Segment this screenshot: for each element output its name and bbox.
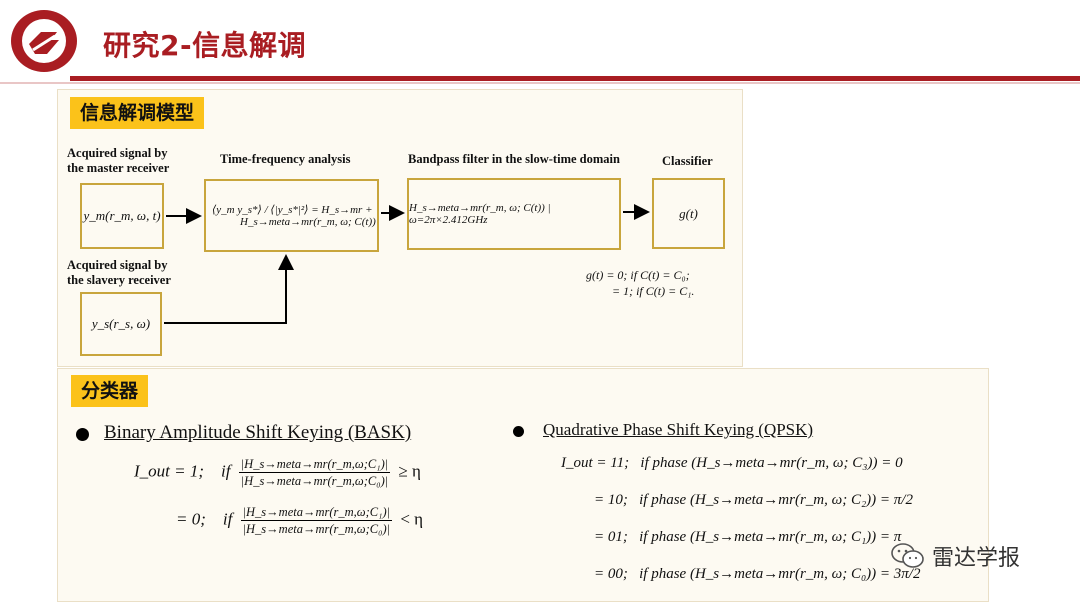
qpsk-row-3-lhs: = 01; xyxy=(594,529,628,545)
bask-bullet xyxy=(76,428,89,441)
bandpass-box: H_s→meta→mr(r_m, ω; C(t)) |ω=2π×2.412GHz xyxy=(407,178,621,250)
model-section-tag: 信息解调模型 xyxy=(70,97,205,129)
bask-row-2: = 0; if |H_s→meta→mr(r_m,ω;C₁)| |H_s→met… xyxy=(176,504,423,537)
bask-row-2-if: if xyxy=(222,509,233,529)
master-signal-box: y_m(r_m, ω, t) xyxy=(80,183,164,249)
bask-row-1-fraction: |H_s→meta→mr(r_m,ω;C₁)| |H_s→meta→mr(r_m… xyxy=(238,456,391,489)
bask-row-1-lhs: I_out = 1; xyxy=(134,461,205,481)
wechat-icon xyxy=(891,543,924,568)
bask-row-1-denominator: |H_s→meta→mr(r_m,ω;C₀)| xyxy=(240,474,389,488)
bask-row-1-numerator: |H_s→meta→mr(r_m,ω;C₁)| xyxy=(238,457,391,473)
g-rule-line2: = 1; if C(t) = C₁. xyxy=(612,284,695,298)
qpsk-row-2: = 10; if phase (H_s→meta→mr(r_m, ω; C₂))… xyxy=(594,492,913,509)
qpsk-row-4: = 00; if phase (H_s→meta→mr(r_m, ω; C₀))… xyxy=(594,566,920,583)
qpsk-row-1: I_out = 11; if phase (H_s→meta→mr(r_m, ω… xyxy=(561,455,903,472)
bandpass-label: Bandpass filter in the slow-time domain xyxy=(408,152,620,166)
classifier-section-tag: 分类器 xyxy=(71,375,149,407)
slave-signal-box: y_s(r_s, ω) xyxy=(80,292,162,356)
qpsk-row-3-expr: if phase (H_s→meta→mr(r_m, ω; C₁)) = π xyxy=(639,529,902,545)
master-receiver-label: Acquired signal by the master receiver xyxy=(67,146,170,175)
qpsk-row-4-lhs: = 00; xyxy=(594,566,628,582)
g-rule-line1: g(t) = 0; if C(t) = C₀; xyxy=(586,268,690,282)
bask-row-2-denominator: |H_s→meta→mr(r_m,ω;C₀)| xyxy=(242,522,391,536)
qpsk-row-4-expr: if phase (H_s→meta→mr(r_m, ω; C₀)) = 3π/… xyxy=(639,566,921,582)
qpsk-row-1-lhs: I_out = 11; xyxy=(561,455,630,471)
watermark: 雷达学报 xyxy=(890,540,1020,572)
qpsk-bullet xyxy=(513,426,524,437)
bask-row-2-relation: < η xyxy=(400,509,424,529)
header-divider xyxy=(70,76,1080,81)
bask-heading: Binary Amplitude Shift Keying (BASK) xyxy=(104,422,412,443)
bask-row-2-lhs: = 0; xyxy=(176,509,206,529)
tf-formula-line1: ⟨y_m y_s*⟩ / ⟨|y_s*|²⟩ = H_s→mr + xyxy=(212,204,373,216)
qpsk-row-2-lhs: = 10; xyxy=(594,492,628,508)
tf-analysis-box: ⟨y_m y_s*⟩ / ⟨|y_s*|²⟩ = H_s→mr + H_s→me… xyxy=(204,179,379,252)
tf-formula-line2: H_s→meta→mr(r_m, ω; C(t)) xyxy=(240,216,376,228)
watermark-text: 雷达学报 xyxy=(932,546,1021,571)
qpsk-row-1-expr: if phase (H_s→meta→mr(r_m, ω; C₃)) = 0 xyxy=(640,455,903,471)
page-title: 研究2-信息解调 xyxy=(103,29,307,62)
bask-row-2-numerator: |H_s→meta→mr(r_m,ω;C₁)| xyxy=(240,505,393,521)
header-divider-light xyxy=(0,82,1080,84)
bask-row-2-fraction: |H_s→meta→mr(r_m,ω;C₁)| |H_s→meta→mr(r_m… xyxy=(240,504,393,537)
slave-receiver-label: Acquired signal by the slavery receiver xyxy=(67,258,171,287)
classifier-label: Classifier xyxy=(662,154,713,168)
bask-row-1: I_out = 1; if |H_s→meta→mr(r_m,ω;C₁)| |H… xyxy=(134,456,421,489)
classifier-panel xyxy=(57,368,989,602)
tf-analysis-label: Time-frequency analysis xyxy=(220,152,351,166)
bask-row-1-if: if xyxy=(221,461,231,481)
qpsk-heading: Quadrative Phase Shift Keying (QPSK) xyxy=(543,420,814,439)
demodulation-model-panel xyxy=(57,89,743,367)
qpsk-row-3: = 01; if phase (H_s→meta→mr(r_m, ω; C₁))… xyxy=(594,529,901,546)
classifier-box: g(t) xyxy=(652,178,725,249)
bask-row-1-relation: ≥ η xyxy=(398,461,421,481)
radar-logo-icon xyxy=(11,10,77,72)
qpsk-row-2-expr: if phase (H_s→meta→mr(r_m, ω; C₂)) = π/2 xyxy=(639,492,913,508)
